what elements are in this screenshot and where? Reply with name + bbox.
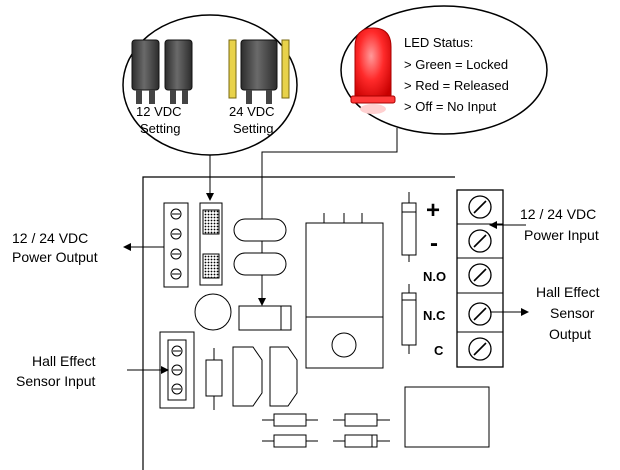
jumper-24v-icon [228, 39, 290, 104]
jumper-12v-label-2: Setting [140, 121, 180, 136]
diode-2 [401, 284, 417, 354]
terminal-minus-label: - [430, 230, 438, 257]
jumper-24v-label-1: 24 VDC [229, 104, 275, 119]
jumper-12v-label-1: 12 VDC [136, 104, 182, 119]
round-component [194, 293, 232, 331]
crystal-component-1 [233, 218, 287, 242]
hall-input-label-2: Sensor Input [16, 373, 95, 389]
regulator-1 [232, 346, 263, 407]
jumper-callout: 12 VDC Setting 24 VDC Setting [122, 14, 298, 156]
terminal-c-label: C [434, 343, 444, 358]
relay [305, 213, 384, 369]
board-outline [142, 176, 455, 470]
regulator-2 [269, 346, 298, 407]
jumper-header [199, 202, 223, 286]
terminal-nc-label: N.C [423, 308, 446, 323]
label-arrows [123, 221, 529, 374]
led-status-off: > Off = No Input [404, 99, 497, 114]
bottom-module [404, 386, 490, 448]
board-led [238, 305, 292, 331]
led-callout: LED Status: > Green = Locked > Red = Rel… [340, 5, 548, 135]
power-input-label-2: Power Input [524, 227, 599, 243]
hall-output-label-1: Hall Effect [536, 284, 600, 300]
circuit-board: + - N.O N.C C [142, 176, 504, 470]
power-output-label-2: Power Output [12, 249, 98, 265]
jumper-12v-icon [131, 39, 193, 104]
led-status-title: LED Status: [404, 35, 473, 50]
bottom-resistors [262, 413, 390, 448]
resistor-vertical [205, 348, 223, 410]
power-input-label-1: 12 / 24 VDC [520, 206, 596, 222]
hall-output-label-3: Output [549, 326, 591, 342]
crystal-component-2 [233, 252, 287, 276]
jumper-24v-label-2: Setting [233, 121, 273, 136]
diode-1 [401, 192, 417, 262]
hall-output-label-2: Sensor [550, 305, 595, 321]
hall-input-label-1: Hall Effect [32, 353, 96, 369]
power-output-terminal-block [163, 202, 189, 288]
led-status-red: > Red = Released [404, 78, 509, 93]
power-output-label-1: 12 / 24 VDC [12, 230, 88, 246]
led-status-green: > Green = Locked [404, 57, 508, 72]
output-terminal-strip [456, 189, 504, 368]
led-red-icon [350, 27, 396, 114]
terminal-no-label: N.O [423, 269, 446, 284]
terminal-plus-label: + [426, 197, 440, 224]
